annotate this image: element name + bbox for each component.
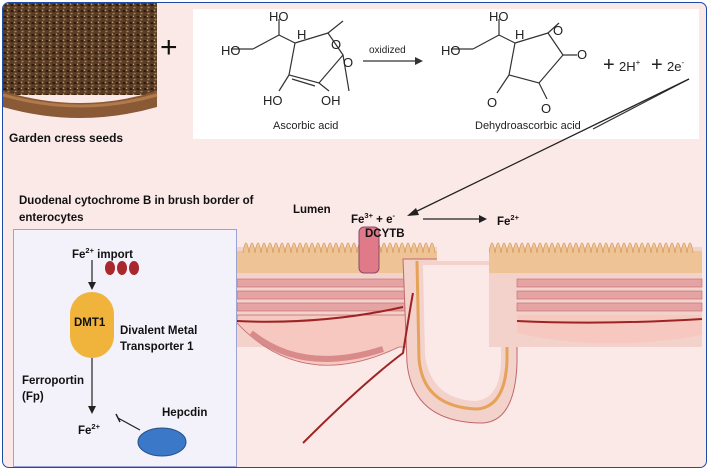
seed-caption: Garden cress seeds <box>9 131 124 145</box>
dcytb-transporter <box>358 226 380 274</box>
iron-ion-2 <box>117 261 127 275</box>
reactant-keto-o: O <box>343 55 353 70</box>
ascorbic-acid-label: Ascorbic acid <box>273 120 338 132</box>
dehydroascorbic-acid-label: Dehydroascorbic acid <box>475 120 581 132</box>
fe2-out-label: Fe2+ <box>78 422 100 437</box>
chemistry-panel: HO HO H O O HO OH Ascorbic acid oxidized… <box>193 9 699 139</box>
product-ho-left: HO <box>441 43 461 58</box>
product-keto-o-left: O <box>487 95 497 110</box>
blood-vessel-1 <box>302 292 414 444</box>
iron-ion-3 <box>129 261 139 275</box>
reactant-ring-o: O <box>331 37 341 52</box>
ferroportin-line2: (Fp) <box>22 391 44 403</box>
fe2-import-label: Fe2+ import <box>72 246 133 261</box>
plus-sign-products-2: + <box>651 54 663 76</box>
dmt1-label: DMT1 <box>74 317 106 329</box>
iron-transport-panel: Fe2+ import DMT1 Divalent Metal Transpor… <box>13 229 237 467</box>
reactant-ho-top: HO <box>269 9 289 24</box>
dcytb-heading: Duodenal cytochrome B in brush border of… <box>19 195 254 224</box>
reactant-h: H <box>297 27 306 42</box>
electrons: 2e- <box>667 58 684 74</box>
fe3-electron-label: Fe3+ + e- <box>351 211 395 226</box>
fe2-lumen-label: Fe2+ <box>497 213 519 228</box>
blood-vessel-2 <box>236 306 404 323</box>
product-ring-o: O <box>553 23 563 38</box>
iron-ion-1 <box>105 261 115 275</box>
hydrogen-ions: 2H+ <box>619 58 641 74</box>
reactant-ho-left: HO <box>221 43 241 58</box>
plus-sign: + <box>160 31 178 64</box>
dmt1-name-line2: Transporter 1 <box>120 341 194 353</box>
garden-cress-seeds-image <box>3 3 163 129</box>
lumen-label: Lumen <box>293 204 331 216</box>
hepcidin-label: Hepcdin <box>162 407 208 419</box>
intestine-illustration <box>236 78 703 444</box>
ferroportin-line1: Ferroportin <box>22 375 84 387</box>
dmt1-transporter <box>70 292 114 358</box>
dcytb-label: DCYTB <box>365 228 405 240</box>
reactant-oh-bottom: OH <box>321 93 341 108</box>
hepcidin-molecule <box>137 427 187 457</box>
product-h: H <box>515 27 524 42</box>
blood-vessel-3 <box>516 318 703 324</box>
dmt1-name-line1: Divalent Metal <box>120 325 198 337</box>
product-keto-o-bottom: O <box>541 101 551 116</box>
product-ho-top: HO <box>489 9 509 24</box>
oxidized-label: oxidized <box>369 45 406 56</box>
product-keto-o-right: O <box>577 47 587 62</box>
reactant-ho-bottom: HO <box>263 93 283 108</box>
plus-sign-products-1: + <box>603 54 615 76</box>
